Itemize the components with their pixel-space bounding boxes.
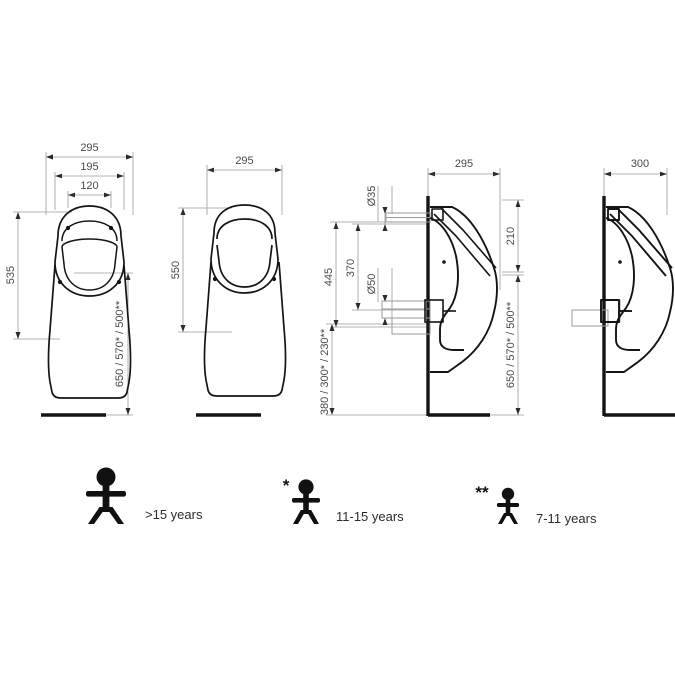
side-view-urinal-outline — [600, 206, 674, 373]
front-view-height-label: 535 — [5, 266, 17, 284]
section-view-center-point — [442, 260, 446, 264]
top-view-arrowheads — [180, 167, 282, 332]
front-view-inner-width-label: 120 — [80, 180, 98, 192]
side-view-arrowheads — [604, 171, 667, 177]
legend-label-child: 7-11 years — [536, 511, 597, 526]
side-view: 300 — [571, 158, 675, 417]
section-view-pipes — [381, 212, 431, 335]
section-view-mounting-height-label: 650 / 570* / 500** — [505, 301, 517, 388]
section-view: 295 Ø35 Ø50 445 370 380 / 300* / 230** 2… — [319, 158, 524, 417]
top-view-urinal-outline — [203, 204, 287, 397]
top-view-dimension-lines — [178, 165, 283, 333]
section-view-urinal-outline — [429, 206, 498, 373]
child-figure-icon — [497, 487, 519, 524]
front-view-fixing-width-label: 195 — [80, 161, 98, 173]
top-view-depth-label: 550 — [170, 261, 182, 279]
front-view-arrowheads — [15, 154, 133, 415]
legend-label-teen: 11-15 years — [336, 509, 404, 524]
section-view-outlet-height-label: 380 / 300* / 230** — [319, 328, 331, 415]
section-view-projection-label: 295 — [455, 158, 473, 170]
section-view-inlet-diameter-label: Ø35 — [366, 186, 378, 207]
side-view-center-point — [618, 260, 622, 264]
front-view-fixing-points — [57, 225, 122, 285]
legend-item-teen: * 11-15 years — [283, 476, 404, 524]
legend-star-child: ** — [475, 483, 489, 502]
section-view-rim-detail — [431, 207, 497, 277]
teen-figure-icon — [292, 479, 320, 524]
front-view-mounting-height-label: 650 / 570* / 500** — [114, 300, 126, 387]
section-view-inlet-height-label: 370 — [345, 259, 357, 277]
side-view-projection-label: 300 — [631, 158, 649, 170]
front-view-width-label: 295 — [80, 142, 98, 154]
legend-star-teen: * — [283, 476, 290, 495]
section-view-arrowheads — [329, 171, 521, 415]
top-view-width-label: 295 — [235, 155, 253, 167]
section-view-outlet-diameter-label: Ø50 — [366, 274, 378, 295]
front-view: 295 195 120 535 650 / 570* / 500** — [5, 142, 134, 417]
top-view: 295 550 — [170, 155, 287, 417]
front-view-urinal-outline — [47, 205, 132, 399]
legend-item-child: ** 7-11 years — [475, 483, 597, 526]
legend-item-adult: >15 years — [86, 467, 203, 524]
legend: >15 years * 11-15 years ** — [86, 467, 597, 526]
section-view-rim-height-label: 210 — [505, 227, 517, 245]
legend-label-adult: >15 years — [145, 507, 203, 522]
adult-figure-icon — [86, 467, 126, 524]
top-view-fixing-points — [212, 276, 277, 282]
section-view-dimension-lines — [326, 168, 524, 416]
section-view-upper-height-label: 445 — [323, 268, 335, 286]
section-view-outlet-detail — [424, 299, 456, 323]
front-view-bowl-inner — [61, 220, 118, 291]
